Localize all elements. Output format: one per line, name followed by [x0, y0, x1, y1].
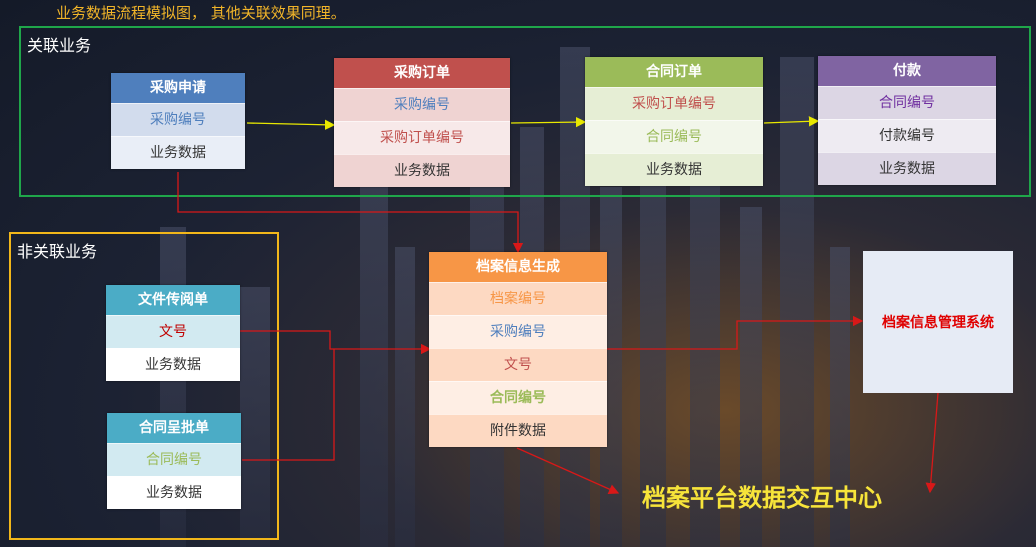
- purchase-order-row: 采购编号: [334, 88, 510, 121]
- archive-generation-row: 档案编号: [429, 282, 607, 315]
- diagram-note: 业务数据流程模拟图， 其他关联效果同理。: [56, 4, 346, 22]
- purchase-order-row: 采购订单编号: [334, 121, 510, 154]
- file-circulation-row: 文号: [106, 315, 240, 348]
- purchase-request-title: 采购申请: [111, 73, 245, 103]
- contract-order-row: 采购订单编号: [585, 87, 763, 120]
- payment-row: 合同编号: [818, 86, 996, 119]
- payment-row: 业务数据: [818, 152, 996, 185]
- contract-order-title: 合同订单: [585, 57, 763, 87]
- archive-platform-hub: 档案平台数据交互中心: [642, 484, 882, 512]
- purchase-order-box: 采购订单 采购编号 采购订单编号 业务数据: [334, 58, 510, 187]
- contract-approval-row: 业务数据: [107, 476, 241, 509]
- payment-title: 付款: [818, 56, 996, 86]
- file-circulation-box: 文件传阅单 文号 业务数据: [106, 285, 240, 381]
- purchase-order-row: 业务数据: [334, 154, 510, 187]
- archive-generation-box: 档案信息生成 档案编号 采购编号 文号 合同编号 附件数据: [429, 252, 607, 447]
- archive-management-system: 档案信息管理系统: [863, 251, 1013, 393]
- payment-box: 付款 合同编号 付款编号 业务数据: [818, 56, 996, 185]
- archive-generation-row: 文号: [429, 348, 607, 381]
- archive-generation-row: 附件数据: [429, 414, 607, 447]
- archive-generation-title: 档案信息生成: [429, 252, 607, 282]
- contract-approval-box: 合同呈批单 合同编号 业务数据: [107, 413, 241, 509]
- archive-generation-row: 采购编号: [429, 315, 607, 348]
- file-circulation-row: 业务数据: [106, 348, 240, 381]
- archive-generation-row: 合同编号: [429, 381, 607, 414]
- purchase-request-row: 业务数据: [111, 136, 245, 169]
- related-business-group: 关联业务: [19, 26, 1031, 197]
- contract-order-row: 业务数据: [585, 153, 763, 186]
- purchase-request-box: 采购申请 采购编号 业务数据: [111, 73, 245, 169]
- purchase-request-row: 采购编号: [111, 103, 245, 136]
- contract-order-box: 合同订单 采购订单编号 合同编号 业务数据: [585, 57, 763, 186]
- file-circulation-title: 文件传阅单: [106, 285, 240, 315]
- unrelated-business-label: 非关联业务: [17, 242, 98, 261]
- purchase-order-title: 采购订单: [334, 58, 510, 88]
- payment-row: 付款编号: [818, 119, 996, 152]
- contract-approval-title: 合同呈批单: [107, 413, 241, 443]
- contract-order-row: 合同编号: [585, 120, 763, 153]
- contract-approval-row: 合同编号: [107, 443, 241, 476]
- related-business-label: 关联业务: [27, 36, 92, 55]
